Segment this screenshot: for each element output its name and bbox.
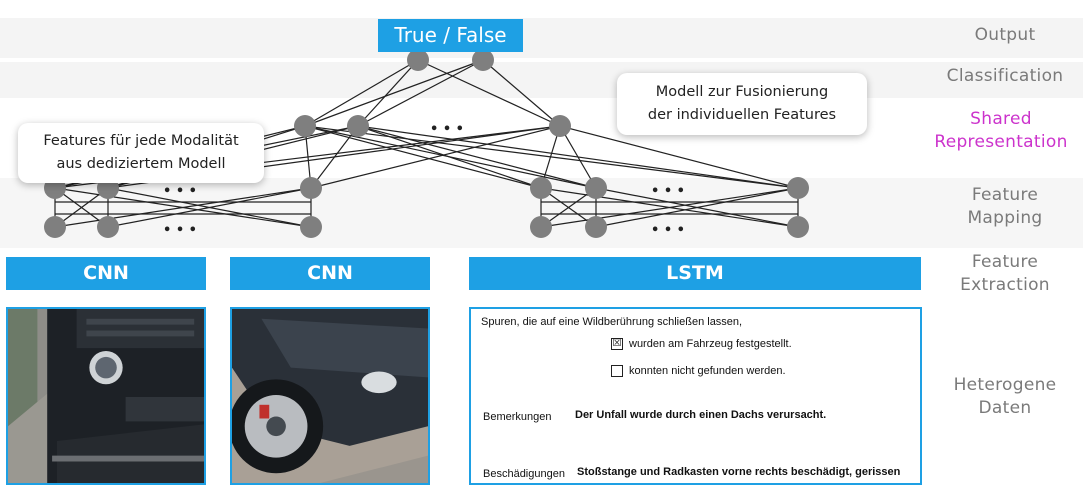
layer-label-output: Output — [930, 24, 1080, 47]
features-callout: Features für jede Modalität aus dedizier… — [18, 123, 264, 183]
report-document: Spuren, die auf eine Wildberührung schli… — [469, 307, 922, 485]
ellipsis-left-bottom: • • • — [163, 223, 197, 238]
extraction-node — [530, 216, 552, 238]
layer-label-data-line1: Heterogene — [953, 375, 1057, 395]
ellipsis-right-bottom: • • • — [651, 223, 685, 238]
doc-damage-value: Stoßstange und Radkasten vorne rechts be… — [577, 466, 901, 478]
layer-label-classification-text: Classification — [946, 66, 1064, 86]
band-output — [0, 18, 1083, 58]
ellipsis-left-top: • • • — [163, 184, 197, 199]
doc-damage-label: Beschädigungen — [483, 468, 565, 480]
doc-option-not-found: konnten nicht gefunden werden. — [629, 365, 786, 377]
layer-label-mapping-line1: Feature — [971, 185, 1039, 205]
shared-node — [347, 115, 369, 137]
shared-node — [294, 115, 316, 137]
extraction-node — [585, 216, 607, 238]
mapping-node — [530, 177, 552, 199]
layer-label-data-line2: Daten — [978, 398, 1032, 418]
ellipsis-shared: • • • — [430, 122, 464, 137]
cnn-box-1: CNN — [6, 257, 206, 290]
doc-remarks-value: Der Unfall wurde durch einen Dachs verur… — [575, 409, 827, 421]
layer-label-extraction: Feature Extraction — [930, 251, 1080, 297]
extraction-node — [300, 216, 322, 238]
ellipsis-right-top: • • • — [651, 184, 685, 199]
mapping-node — [300, 177, 322, 199]
layer-label-extraction-line2: Extraction — [960, 275, 1050, 295]
mapping-node — [585, 177, 607, 199]
lstm-box: LSTM — [469, 257, 921, 290]
extraction-node — [44, 216, 66, 238]
features-callout-line2: aus dediziertem Modell — [56, 156, 226, 172]
layer-label-mapping: Feature Mapping — [930, 184, 1080, 230]
output-node — [472, 49, 494, 71]
layer-label-data: Heterogene Daten — [930, 374, 1080, 420]
checkbox-icon-empty — [611, 365, 623, 377]
extraction-node — [787, 216, 809, 238]
fusion-callout-line2: der individuellen Features — [647, 107, 837, 123]
checkbox-icon-checked: ☒ — [611, 338, 623, 350]
car-photo-front — [6, 307, 206, 485]
cnn-box-2: CNN — [230, 257, 430, 290]
layer-label-shared: Shared Representation — [926, 108, 1076, 154]
shared-node — [549, 115, 571, 137]
extraction-node — [97, 216, 119, 238]
layer-label-shared-line2: Representation — [934, 132, 1068, 152]
layer-label-extraction-line1: Feature — [971, 252, 1039, 272]
band-classification — [0, 62, 1083, 98]
mapping-node — [787, 177, 809, 199]
car-photo-wheel — [230, 307, 430, 485]
layer-label-shared-line1: Shared — [970, 109, 1032, 129]
output-node — [407, 49, 429, 71]
layer-label-output-text: Output — [974, 25, 1036, 45]
layer-label-mapping-line2: Mapping — [967, 208, 1043, 228]
layer-label-classification: Classification — [930, 65, 1080, 88]
doc-line-traces: Spuren, die auf eine Wildberührung schli… — [481, 316, 743, 328]
output-box: True / False — [378, 19, 523, 52]
doc-option-found: wurden am Fahrzeug festgestellt. — [629, 338, 792, 350]
fusion-callout-line1: Modell zur Fusionierung — [655, 84, 829, 100]
doc-remarks-label: Bemerkungen — [483, 411, 552, 423]
features-callout-line1: Features für jede Modalität — [43, 133, 239, 149]
fusion-callout: Modell zur Fusionierung der individuelle… — [617, 73, 867, 135]
